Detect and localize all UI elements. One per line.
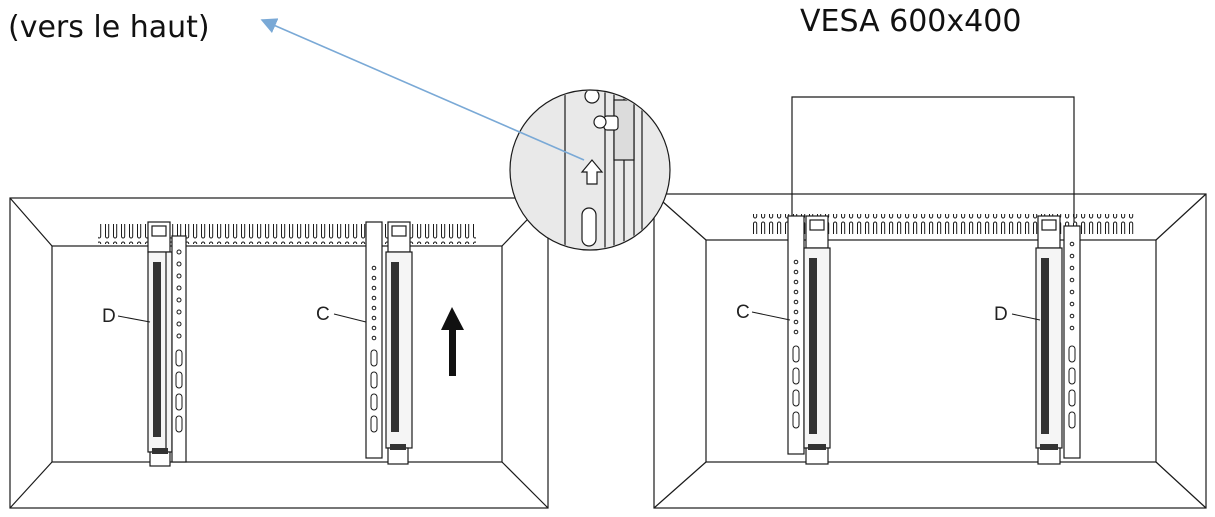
right-bracket-c <box>787 215 831 465</box>
right-tv-inner <box>705 239 1157 463</box>
left-bracket-d-holes <box>175 249 183 433</box>
left-tv-inner <box>51 245 503 463</box>
up-indicator-icon <box>580 159 604 185</box>
right-label-d: D <box>994 304 1008 325</box>
right-tv-frame <box>653 193 1207 509</box>
left-bracket-d <box>147 221 187 467</box>
direction-caption: (vers le haut) <box>8 10 210 45</box>
left-tv <box>9 197 549 509</box>
vesa-caption: VESA 600x400 <box>800 4 1022 39</box>
left-c-leader <box>333 313 367 323</box>
pointer-arrow <box>260 18 585 161</box>
left-bracket-c-holes <box>370 265 378 433</box>
right-bracket-d <box>1035 215 1081 465</box>
right-label-c: C <box>736 302 750 323</box>
left-label-c: C <box>316 304 330 325</box>
right-d-leader <box>1011 313 1041 321</box>
right-bracket-d-holes <box>1068 241 1076 429</box>
detail-magnifier <box>509 89 671 251</box>
right-c-leader <box>751 311 791 321</box>
left-d-leader <box>117 315 151 323</box>
vesa-dimension-line <box>791 96 1075 222</box>
left-label-d: D <box>102 306 116 327</box>
left-tv-frame <box>9 197 549 509</box>
up-arrow-icon <box>441 307 464 376</box>
right-tv <box>653 193 1207 509</box>
right-bracket-c-holes <box>792 259 800 429</box>
left-bracket-c <box>365 221 413 465</box>
